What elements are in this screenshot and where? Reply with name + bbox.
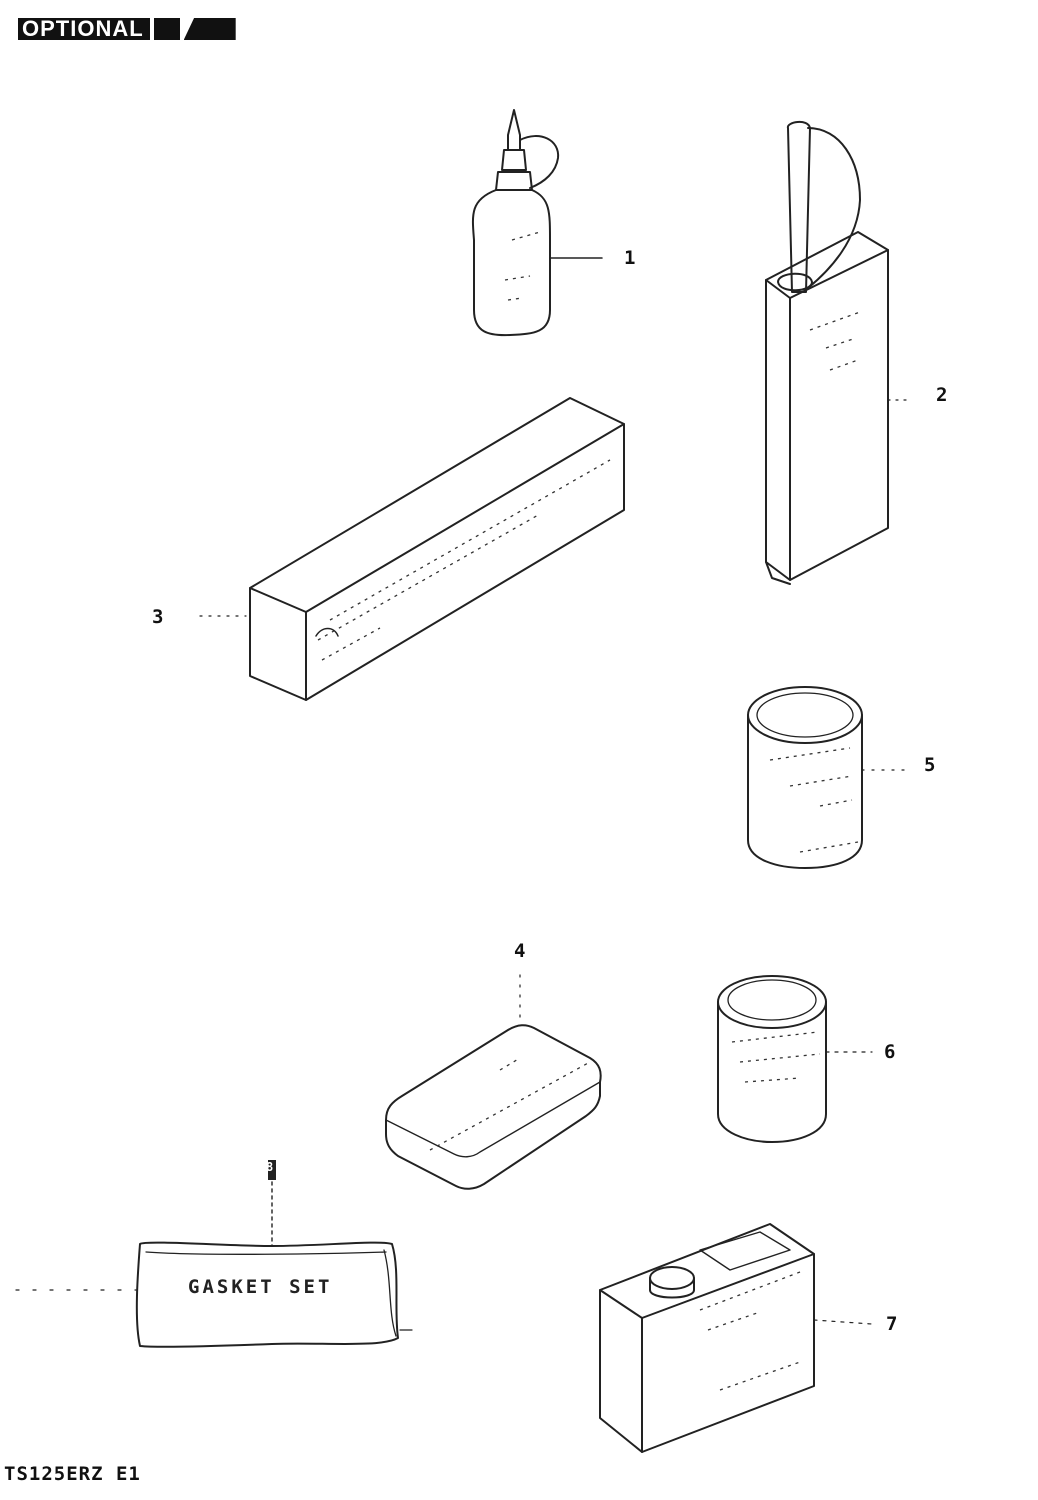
oil-bottle-icon	[471, 109, 603, 337]
gasket-set-label: GASKET SET	[188, 1276, 332, 1298]
pouch-icon	[385, 974, 602, 1190]
model-code: TS125ERZ E1	[4, 1463, 141, 1485]
gasket-bag-icon: GASKET SET	[15, 1160, 413, 1348]
tool-box-icon	[199, 397, 625, 701]
callout-8: 8	[266, 1160, 274, 1174]
callout-7: 7	[886, 1313, 898, 1335]
paint-can-icon	[717, 975, 873, 1143]
callout-4: 4	[514, 940, 526, 962]
callout-5: 5	[924, 754, 936, 776]
callout-6: 6	[884, 1041, 896, 1063]
fuel-can-icon	[599, 1223, 873, 1453]
header: OPTIONAL	[18, 18, 236, 40]
callout-2: 2	[936, 384, 948, 406]
callout-1: 1	[624, 247, 636, 269]
oil-filter-icon	[747, 686, 911, 869]
header-title: OPTIONAL	[18, 18, 150, 40]
header-mark	[153, 18, 180, 40]
header-mark-2	[183, 18, 236, 40]
callout-3: 3	[152, 606, 164, 628]
oil-can-icon	[765, 121, 911, 585]
